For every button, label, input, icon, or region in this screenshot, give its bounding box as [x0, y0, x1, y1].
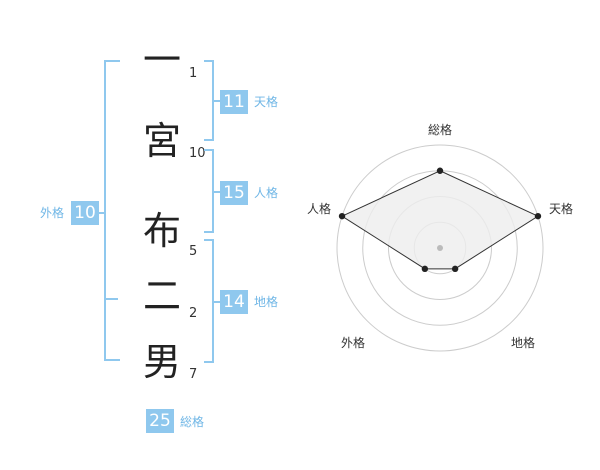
gaikaku-bracket: [104, 60, 120, 361]
name-char-2: 宮: [142, 119, 181, 163]
name-char-5: 男: [142, 340, 181, 384]
chikaku-label: 地格: [254, 295, 279, 309]
stroke-count-3: 5: [189, 244, 198, 259]
soukaku-score: 25: [146, 409, 174, 433]
gaikaku-score: 10: [71, 201, 99, 225]
name-char-1: 一: [142, 38, 181, 82]
radar-axis-label-jinkaku: 人格: [307, 202, 332, 216]
stroke-count-4: 2: [189, 306, 198, 321]
radar-axis-label-soukaku: 総格: [428, 123, 453, 137]
radar-point-3: [451, 265, 459, 273]
stroke-count-2: 10: [189, 146, 206, 161]
radar-point-4: [421, 265, 429, 273]
radar-center-dot: [437, 245, 443, 251]
chikaku-score: 14: [220, 290, 248, 314]
radar-point-5: [338, 212, 346, 220]
tenkaku-score: 11: [220, 90, 248, 114]
gaikaku-label: 外格: [40, 206, 65, 220]
gaikaku-connector: [99, 212, 105, 214]
stroke-count-1: 1: [189, 66, 198, 81]
tenkaku-connector: [212, 100, 220, 102]
stroke-count-5: 7: [189, 367, 198, 382]
jinkaku-score: 15: [220, 181, 248, 205]
chikaku-connector: [212, 301, 220, 303]
radar-axis-label-gaikaku: 外格: [341, 336, 366, 350]
gaikaku-inner-tick: [106, 298, 118, 300]
radar-axis-label-tenkaku: 天格: [549, 202, 574, 216]
radar-point-1: [436, 167, 444, 174]
jinkaku-label: 人格: [254, 186, 279, 200]
soukaku-label: 総格: [180, 415, 205, 429]
name-char-4: 二: [142, 274, 181, 318]
radar-axis-label-chikaku: 地格: [511, 336, 536, 350]
jinkaku-connector: [212, 191, 220, 193]
radar-value-polygon: [341, 170, 539, 270]
name-char-3: 布: [142, 209, 181, 253]
radar-point-2: [534, 212, 542, 220]
tenkaku-label: 天格: [254, 95, 279, 109]
